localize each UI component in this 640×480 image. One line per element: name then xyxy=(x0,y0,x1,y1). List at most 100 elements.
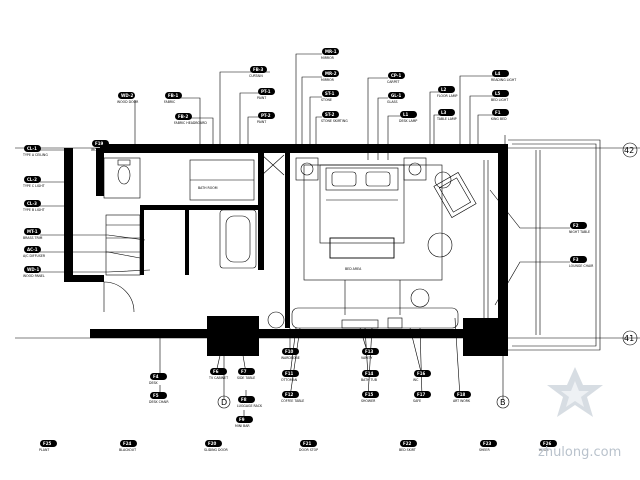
tag-bubble xyxy=(362,370,379,377)
grid-marker-42: 42 xyxy=(622,142,638,158)
tag-bubble xyxy=(24,246,41,253)
tag-label: FABRIC xyxy=(164,100,176,104)
tag-code: F24 xyxy=(123,441,132,446)
tag-code: F3 xyxy=(573,257,579,262)
tag-code: FB-1 xyxy=(168,93,178,98)
tag-bubble xyxy=(24,200,41,207)
tag-code: MT-1 xyxy=(27,229,38,234)
tag-label: IRON BOARD xyxy=(91,148,112,152)
leader-lines xyxy=(40,53,570,421)
tag-code: MR-2 xyxy=(325,71,337,76)
tag-code: F9 xyxy=(239,417,245,422)
tag-label: STONE xyxy=(321,98,332,102)
tag-label: TYPE A CEILING xyxy=(22,153,48,157)
tag-code: F21 xyxy=(303,441,312,446)
tag-code: F2 xyxy=(573,223,579,228)
tag-label: WARDROBE xyxy=(281,356,300,360)
tag-label: TYPE B LIGHT xyxy=(22,208,45,212)
tag-ac-1: AC-1A/C DIFFUSER xyxy=(23,246,46,258)
tag-bubble xyxy=(250,66,267,73)
tag-code: F11 xyxy=(285,371,294,376)
tag-bubble xyxy=(24,228,41,235)
svg-text:D: D xyxy=(221,398,227,407)
tag-label: PAINT xyxy=(257,96,266,100)
tag-bubble xyxy=(362,348,379,355)
tag-label: MIRROR xyxy=(321,56,335,60)
tag-bubble xyxy=(454,391,471,398)
tag-bubble xyxy=(438,109,455,116)
tag-bubble xyxy=(492,109,509,116)
tag-code: F14 xyxy=(365,371,374,376)
grid-marker-d: D xyxy=(217,395,231,409)
tag-label: FABRIC HEADBOARD xyxy=(174,121,207,125)
tag-code: F5 xyxy=(153,393,159,398)
tag-label: MINI BAR xyxy=(235,424,250,428)
tag-bubble xyxy=(480,440,497,447)
tag-code: F20 xyxy=(208,441,217,446)
tag-bubble xyxy=(150,373,167,380)
tag-code: F26 xyxy=(543,441,552,446)
tag-label: SHEER xyxy=(479,448,490,452)
bed-note: BED AREA xyxy=(345,267,362,271)
tag-label: LUGGAGE RACK xyxy=(237,404,263,408)
tag-label: NIGHT TABLE xyxy=(569,230,590,234)
tag-bubble xyxy=(238,396,255,403)
tag-bubble xyxy=(118,92,135,99)
tag-label: HOOK xyxy=(539,448,549,452)
tag-label: TV CABINET xyxy=(208,376,228,380)
tag-bubble xyxy=(120,440,137,447)
bedroom: BED AREA xyxy=(267,157,477,329)
tag-label: SAFE xyxy=(413,399,421,403)
tag-bubble xyxy=(414,391,431,398)
tag-label: SIDE TABLE xyxy=(237,376,255,380)
tag-bubble xyxy=(258,88,275,95)
tag-label: FLOOR LAMP xyxy=(437,94,458,98)
tag-label: OTTOMAN xyxy=(281,378,298,382)
tag-bubble xyxy=(300,440,317,447)
tag-code: F19 xyxy=(95,141,104,146)
grid-marker-b: B xyxy=(496,395,510,409)
tag-bubble xyxy=(492,90,509,97)
tag-bubble xyxy=(400,440,417,447)
tag-label: BED LIGHT xyxy=(491,98,508,102)
tag-code: CL-2 xyxy=(27,177,37,182)
tag-label: KING BED xyxy=(491,117,507,121)
tag-bubble xyxy=(24,145,41,152)
grid-marker-41: 41 xyxy=(622,330,638,346)
tag-label: TABLE LAMP xyxy=(436,117,457,121)
tag-code: F10 xyxy=(285,349,294,354)
tag-bubble xyxy=(282,370,299,377)
tag-code: ST-2 xyxy=(325,112,335,117)
tag-code: F1 xyxy=(495,110,501,115)
tag-bubble xyxy=(438,86,455,93)
tag-code: F15 xyxy=(365,392,374,397)
watermark-text: zhulong.com xyxy=(538,445,621,460)
tag-code: AC-1 xyxy=(27,247,38,252)
